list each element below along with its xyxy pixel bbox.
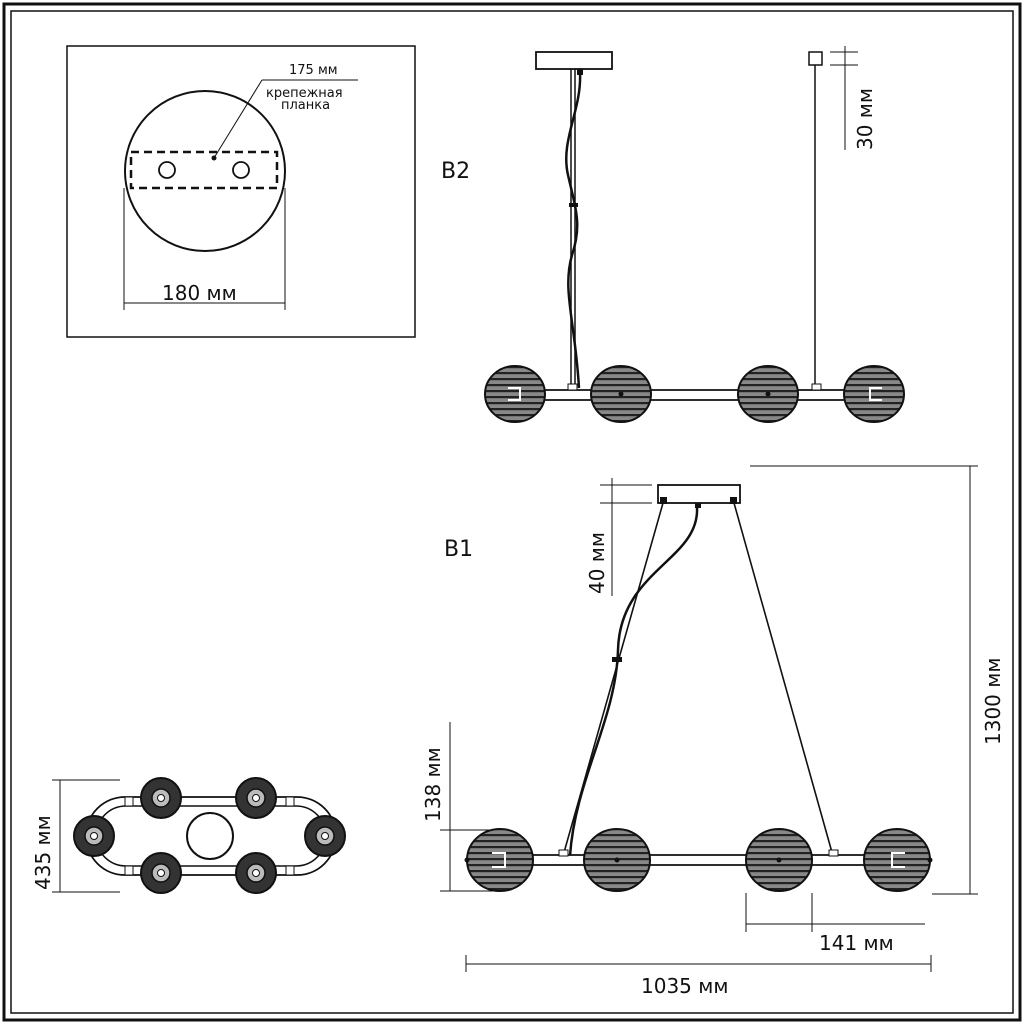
b2-bar-mount-left (567, 383, 578, 391)
b1-bar-mount-left (558, 849, 569, 857)
b1-shade-height-label: 138 мм (421, 747, 445, 822)
bracket-label-line2: планка (281, 98, 330, 113)
bracket-length-label: 175 мм (289, 63, 338, 78)
top-view-mount-4 (285, 865, 295, 876)
top-view-shade-3 (73, 815, 115, 857)
canopy-detail: 175 мм крепежная планка 180 мм (66, 45, 416, 338)
b1-wire-right (733, 502, 834, 857)
b1-power-cable (568, 506, 699, 857)
b1-canopy-fitting-left (660, 497, 667, 504)
b1-canopy (657, 484, 741, 504)
b2-shade-1 (484, 365, 546, 423)
b2-bar-mount-right (811, 383, 822, 391)
b2-bar (504, 389, 891, 401)
b1-shade-4 (863, 828, 933, 892)
b1-shade-3 (745, 828, 813, 892)
mounting-bracket (129, 150, 279, 190)
mount-hole-right (232, 161, 250, 179)
canopy-detail-box (66, 45, 416, 338)
b1-shade-width-label: 141 мм (819, 931, 894, 955)
variant-b2: B2 30 мм (441, 46, 905, 423)
b2-canopy-height-label: 30 мм (853, 88, 877, 150)
top-view: 435 мм (31, 777, 346, 894)
bracket-leader (213, 79, 263, 159)
b1-shade-2 (583, 828, 651, 892)
top-view-shade-1 (140, 777, 182, 819)
b1-bar (487, 854, 909, 866)
b2-power-cable (565, 71, 582, 389)
top-view-mount-1 (124, 796, 134, 807)
top-view-shade-5 (140, 852, 182, 894)
variant-b2-label: B2 (441, 159, 470, 184)
b1-canopy-fitting-right (730, 497, 737, 504)
b1-shade-1 (464, 828, 534, 892)
top-view-shade-2 (235, 777, 277, 819)
b2-cable-clip (569, 203, 578, 207)
top-view-mount-3 (124, 865, 134, 876)
canopy-circle (124, 90, 286, 252)
diameter-label: 180 мм (162, 281, 237, 305)
mount-hole-left (158, 161, 176, 179)
b1-cable-clip (612, 657, 622, 662)
b2-rod-cap (808, 51, 823, 66)
top-view-width-label: 435 мм (31, 815, 55, 890)
b1-total-length-label: 1035 мм (641, 974, 728, 998)
top-view-mount-2 (285, 796, 295, 807)
b1-bar-mount-right (828, 849, 839, 857)
top-view-shade-4 (304, 815, 346, 857)
b1-canopy-height-label: 40 мм (585, 532, 609, 594)
b2-shade-2 (590, 365, 652, 423)
b2-shade-4 (843, 365, 905, 423)
top-view-canopy (186, 812, 234, 860)
b2-canopy (535, 51, 613, 70)
variant-b1-label: B1 (444, 537, 473, 562)
variant-b1: B1 40 мм 1300 мм 138 мм (421, 465, 1005, 998)
b1-canopy-fitting-center (695, 503, 701, 508)
b2-shade-3 (737, 365, 799, 423)
bracket-label-line1: крепежная (266, 86, 343, 101)
inner-frame (10, 10, 1014, 1014)
b1-total-height-label: 1300 мм (981, 658, 1005, 745)
top-view-shade-6 (235, 852, 277, 894)
